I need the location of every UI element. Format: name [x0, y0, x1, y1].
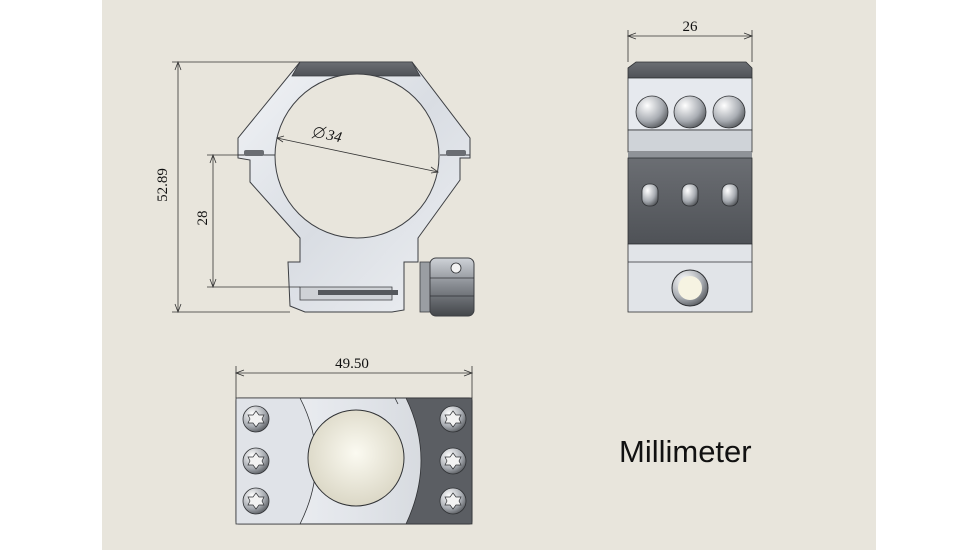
page-margin-right [876, 0, 978, 550]
top-screws-left [242, 405, 270, 515]
cap-screw-left [244, 150, 264, 156]
page-margin-left [0, 0, 102, 550]
ring-diameter-label: 34 [324, 127, 343, 146]
side-width-label: 26 [683, 19, 699, 35]
side-lower-screws [641, 183, 739, 207]
unit-label: Millimeter [619, 434, 752, 469]
side-split-band [627, 129, 753, 153]
side-gap [628, 152, 752, 158]
top-bore [307, 409, 405, 507]
side-cross-bolt-face [678, 276, 702, 300]
dimension-side-width [626, 30, 754, 62]
side-top-cap [627, 61, 753, 79]
overall-height-label: 52.89 [155, 168, 171, 202]
cap-screw-right [446, 150, 466, 156]
top-view: 49.50 [234, 356, 474, 525]
ring-bore [274, 73, 440, 239]
diameter-symbol-icon [313, 127, 325, 138]
ring-top-facet [291, 61, 421, 77]
side-view: 26 [626, 19, 754, 313]
cross-bolt-shaft [318, 290, 398, 295]
center-height-label: 28 [195, 211, 211, 226]
front-view: 52.89 28 34 [155, 60, 475, 317]
dimension-center-height [207, 153, 300, 289]
base-length-label: 49.50 [335, 356, 369, 372]
top-screws-right [439, 405, 467, 515]
dimension-diameter-leader [276, 135, 440, 174]
cross-bolt-nut [419, 257, 475, 317]
side-cap-screws [635, 95, 746, 129]
dimension-base-length [234, 366, 474, 398]
diameter-label-group: 34 [311, 126, 344, 146]
dimension-overall-height [172, 60, 300, 314]
